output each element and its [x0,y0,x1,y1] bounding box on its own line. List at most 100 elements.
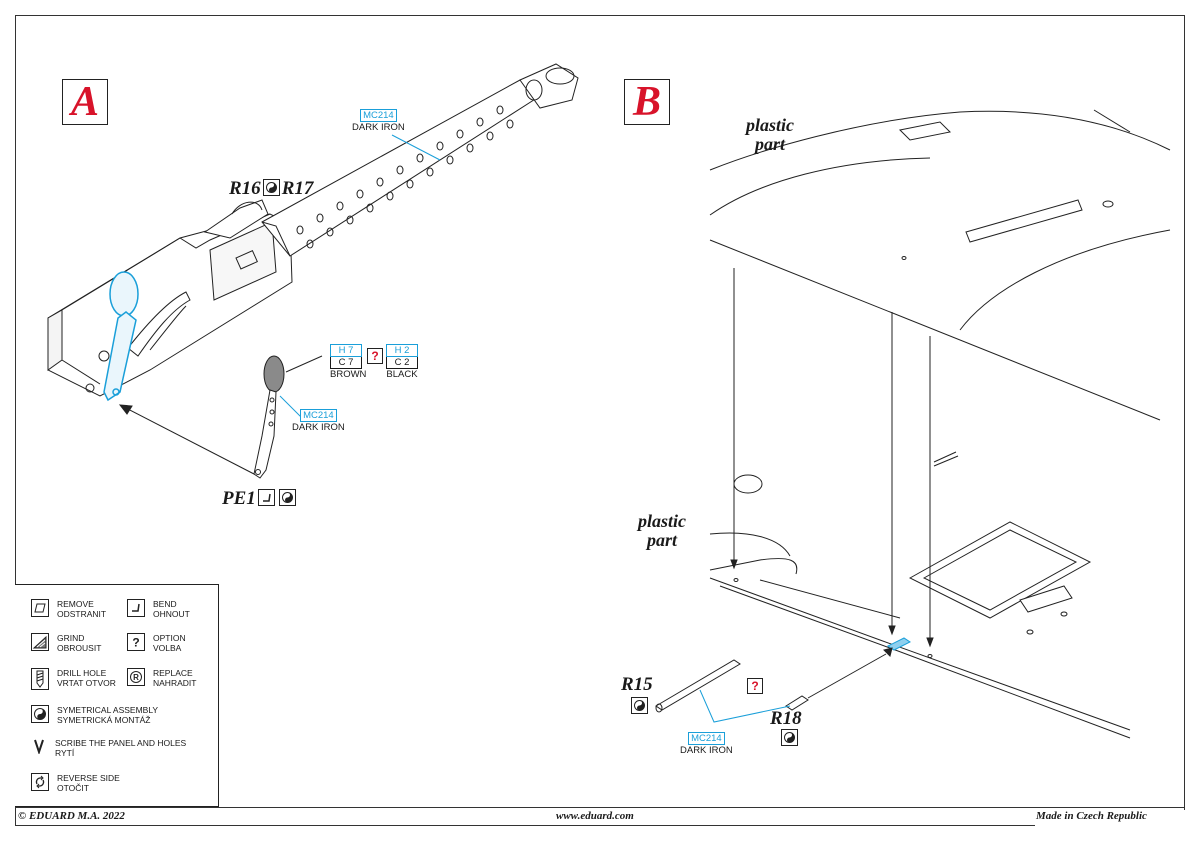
svg-text:R: R [133,673,139,682]
footer-website[interactable]: www.eduard.com [556,810,634,822]
bend-icon [127,599,145,617]
color-code-mr-color: C 7 [330,357,362,369]
color-code-humbrol: H 7 [330,344,362,357]
legend-line: REVERSE SIDE [57,773,120,783]
legend-line: OBROUSIT [57,643,102,653]
legend-line: OTOČIT [57,783,89,793]
symmetrical-icon [262,179,280,197]
label-r17: R17 [281,178,314,199]
legend-line: REMOVE [57,599,94,609]
legend-line: VOLBA [153,643,182,653]
legend-line: OHNOUT [153,609,190,619]
color-option-black: H 2 C 2 BLACK [386,344,418,381]
step-a-letter: A [70,79,99,125]
pe1-paint-callout: MC214 DARK IRON [292,409,345,433]
scribe-icon [31,738,47,754]
footer-divider [15,807,1185,808]
plastic-part-label-top: plastic part [746,116,794,154]
legend-line: BEND [153,599,177,609]
option-icon: ? [367,348,383,364]
rod-paint-callout: MC214 DARK IRON [680,732,733,756]
symmetrical-icon [278,489,296,507]
machine-gun-drawing [47,63,579,402]
paint-code: MC214 [688,732,725,745]
rods-drawing [655,647,893,713]
label-line: part [646,530,677,550]
step-b-marker: B [624,79,670,125]
step-b-letter: B [632,79,661,125]
barrel-paint-callout: MC214 DARK IRON [352,109,405,133]
legend-line: SYMETRICKÁ MONTÁŽ [57,715,151,725]
pe1-part-drawing [253,355,285,479]
symmetrical-icon [781,729,798,746]
part-label-r16-r17: R16 R17 [229,178,313,200]
legend-line: REPLACE [153,668,193,678]
fitted-pe-part [103,271,139,402]
part-label-r15: R15 [621,674,653,696]
symmetrical-icon [631,697,648,714]
drill-hole-icon [31,668,49,690]
option-icon: ? [747,678,763,694]
label-r18: R18 [770,708,802,729]
label-r16: R16 [229,178,261,199]
footer-origin: Made in Czech Republic [1036,810,1147,822]
label-line: plastic [638,511,686,531]
color-code-humbrol: H 2 [386,344,418,357]
part-label-pe1: PE1 [222,488,298,510]
legend-line: NAHRADIT [153,678,197,688]
plastic-part-label-mid: plastic part [638,512,686,550]
paint-name: DARK IRON [680,745,733,756]
part-label-r18: R18 [770,708,802,730]
label-line: part [754,134,785,154]
reverse-side-icon [31,773,49,791]
step-a-marker: A [62,79,108,125]
bend-icon [257,489,275,507]
legend-line: ODSTRANIT [57,609,107,619]
page-frame [15,15,1185,826]
label-r15: R15 [621,674,653,695]
paint-name: DARK IRON [292,422,345,433]
svg-text:?: ? [132,636,139,650]
legend-line: DRILL HOLE [57,668,107,678]
legend-line: VRTAT OTVOR [57,678,116,688]
paint-code: MC214 [300,409,337,422]
paint-name: DARK IRON [352,122,405,133]
grind-icon [31,633,49,651]
footer-copyright: © EDUARD M.A. 2022 [18,810,125,822]
legend-line: RYTÍ [55,748,75,758]
replace-icon: R [127,668,145,686]
color-name: BROWN [330,369,367,380]
legend-line: GRIND [57,633,85,643]
label-line: plastic [746,115,794,135]
remove-icon [31,599,49,617]
hull-drawing [709,109,1171,739]
barrel-vent-holes [296,105,514,249]
symmetrical-assembly-icon [31,705,49,723]
legend-line: SCRIBE THE PANEL AND HOLES [55,738,187,748]
option-icon: ? [127,633,145,651]
legend-line: OPTION [153,633,186,643]
color-option-brown: H 7 C 7 BROWN [330,344,366,381]
paint-code: MC214 [360,109,397,122]
label-pe1: PE1 [222,488,256,509]
legend-line: SYMETRICAL ASSEMBLY [57,705,159,715]
